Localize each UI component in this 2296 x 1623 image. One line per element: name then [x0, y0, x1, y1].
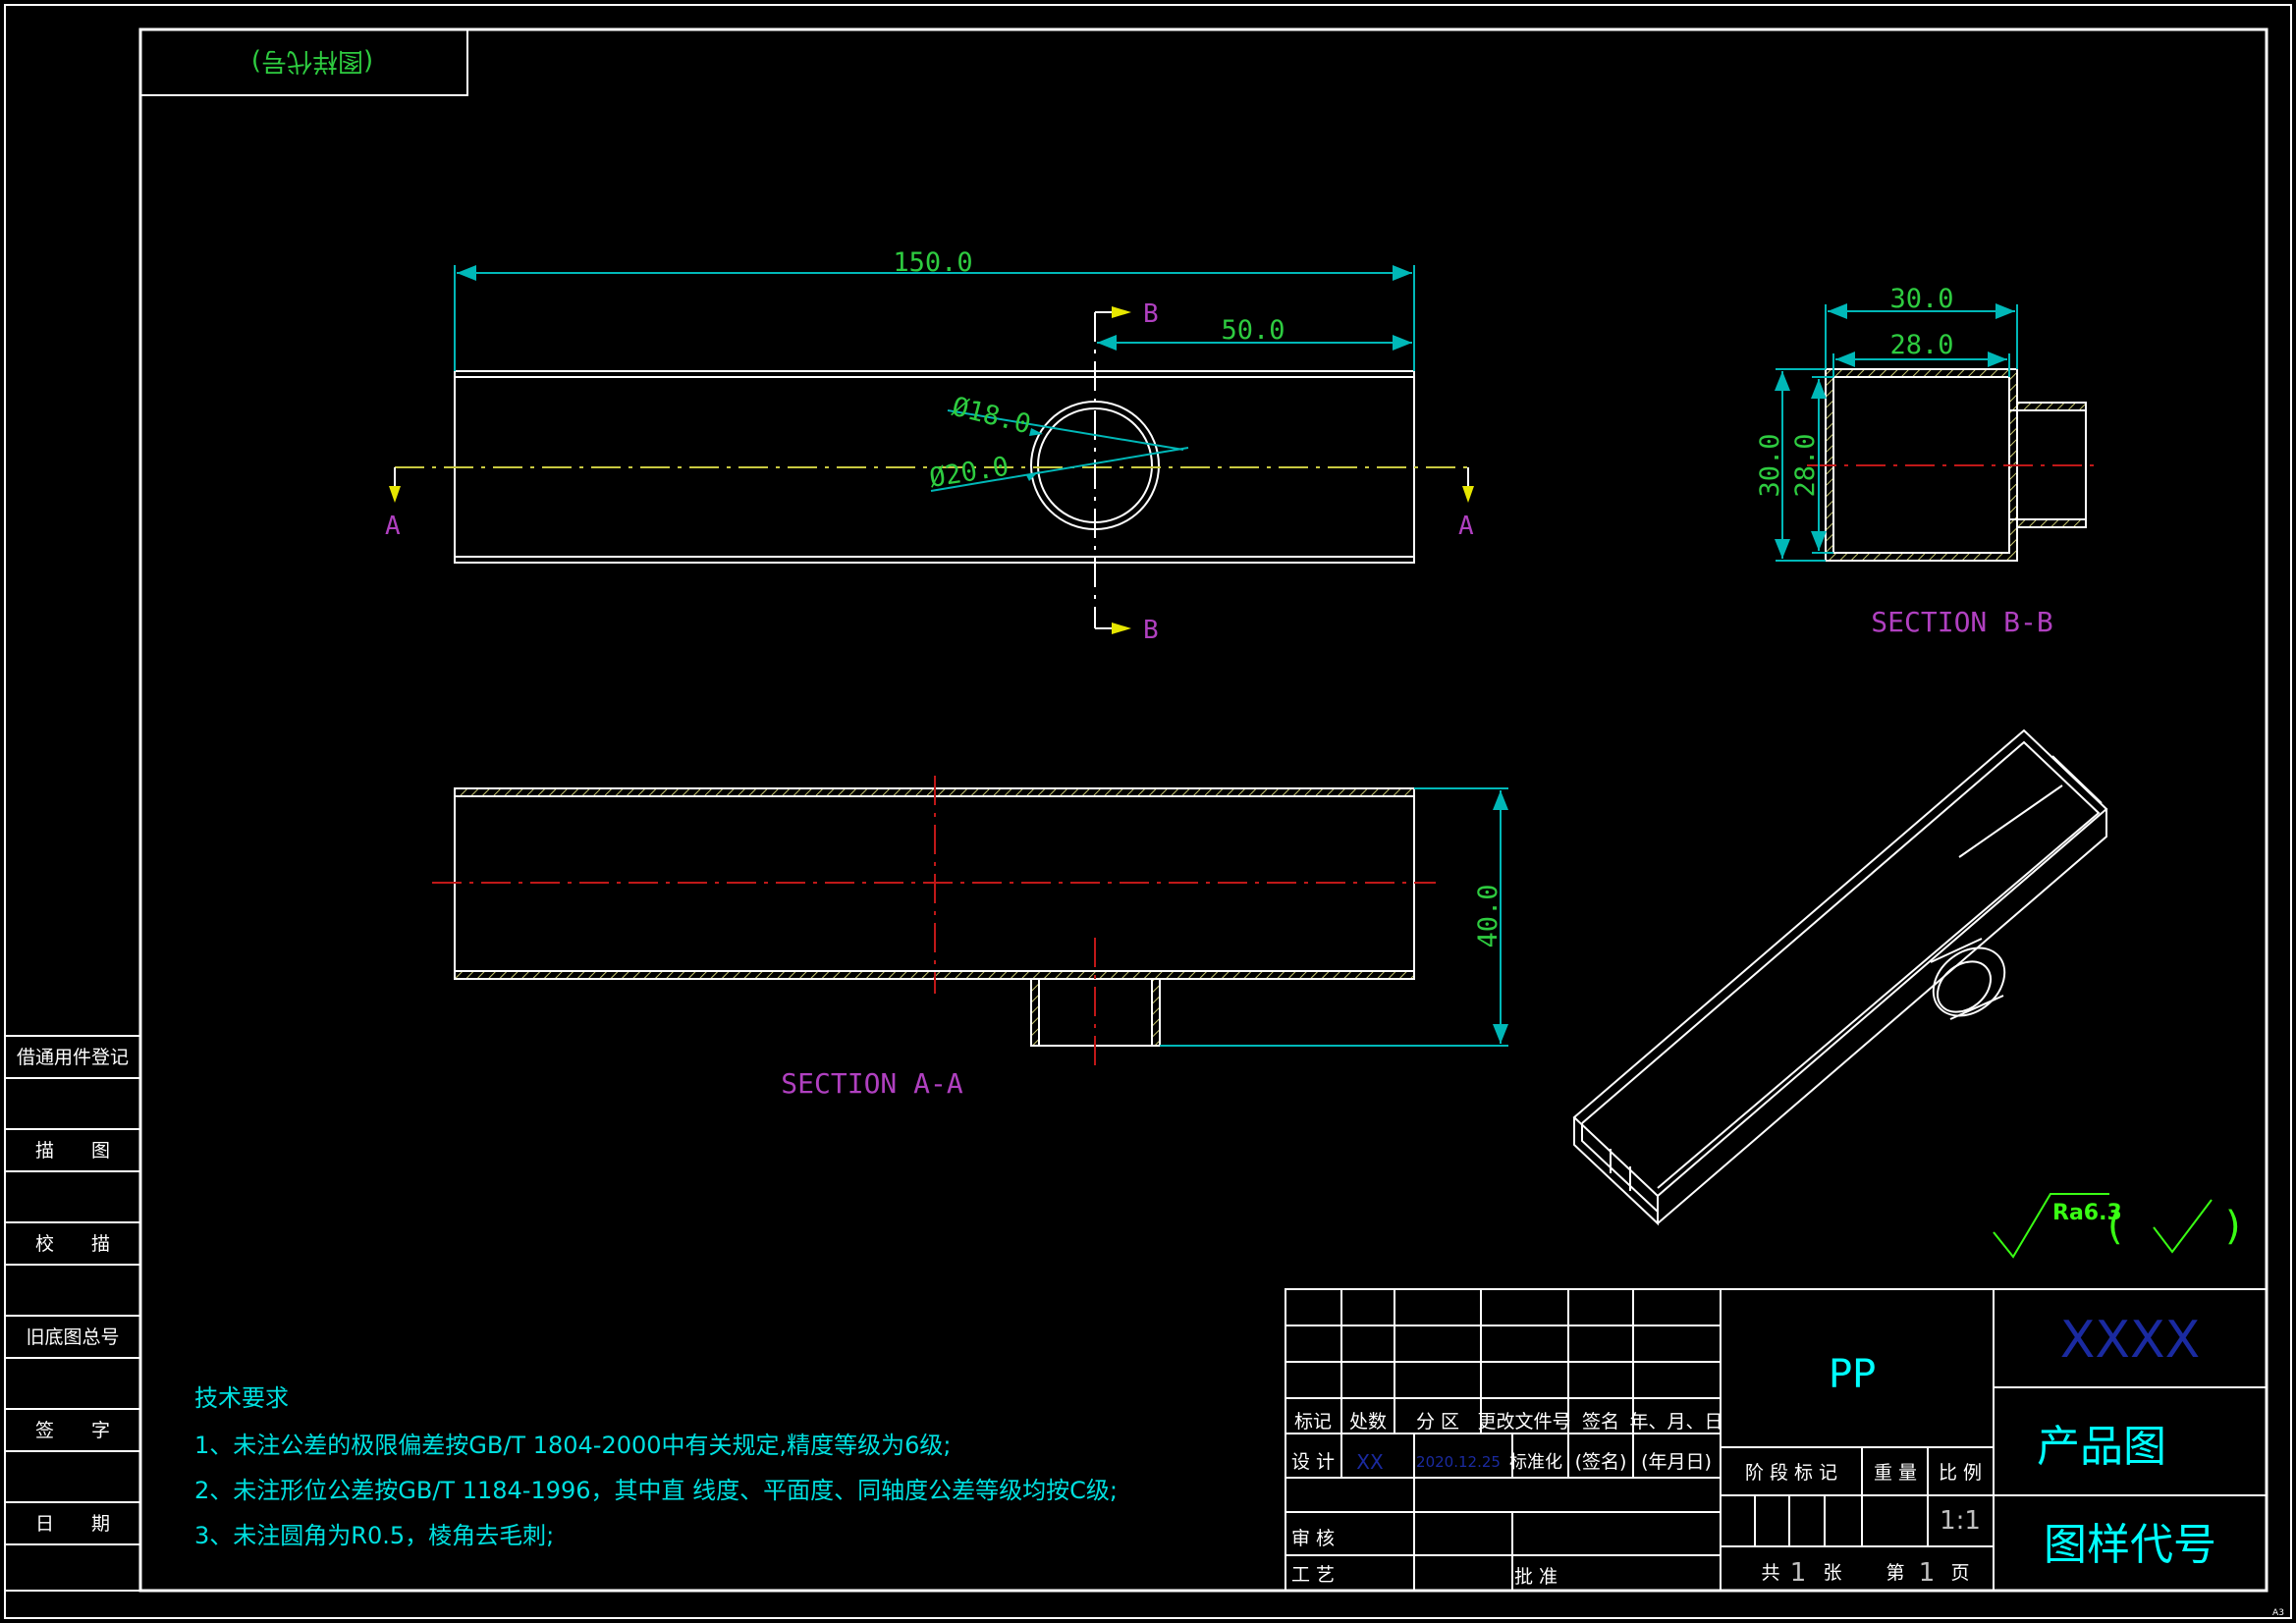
scale-value: 1:1: [1940, 1506, 1981, 1536]
rev-header-doc: 更改文件号: [1477, 1411, 1570, 1433]
dim-bb-outer-height-text: 30.0: [1755, 433, 1785, 497]
drawing-name: 产品图: [2037, 1422, 2166, 1472]
left-strip-row-2: 描 图: [35, 1140, 110, 1162]
designer-name: XX: [1356, 1450, 1384, 1474]
tech-note-3: 3、未注圆角为R0.5，棱角去毛刺;: [194, 1522, 554, 1549]
review-label: 审 核: [1291, 1528, 1335, 1549]
process-label: 工 艺: [1291, 1564, 1335, 1586]
cut-label-b-top: B: [1143, 299, 1159, 329]
surface-finish-close: ): [2225, 1204, 2241, 1249]
left-strip-row-1: 借通用件登记: [17, 1047, 129, 1068]
surface-finish-open: (: [2107, 1204, 2123, 1249]
cut-label-b-bottom: B: [1143, 616, 1159, 645]
tech-note-1: 1、未注公差的极限偏差按GB/T 1804-2000中有关规定,精度等级为6级;: [194, 1432, 952, 1459]
rev-header-sign: 签名: [1582, 1411, 1619, 1433]
cut-marker-b-top: [1095, 306, 1131, 318]
scale-label: 比 例: [1939, 1462, 1982, 1484]
sheet-no-suffix: 页: [1950, 1562, 1969, 1584]
section-aa-view: 40.0 SECTION A-A: [432, 776, 1508, 1100]
cut-label-a-left: A: [385, 512, 401, 541]
weight-label: 重 量: [1874, 1462, 1917, 1484]
rev-header-count: 处数: [1349, 1411, 1387, 1433]
material-value: PP: [1829, 1352, 1876, 1397]
section-bb-view: 30.0 28.0 30.0 28.0 SECTION B-B: [1755, 284, 2100, 638]
dim-offset-text: 50.0: [1221, 315, 1285, 346]
tech-note-2: 2、未注形位公差按GB/T 1184-1996，其中直 线度、平面度、同轴度公差…: [194, 1477, 1118, 1504]
design-date: 2020.12.25: [1416, 1453, 1501, 1471]
left-strip-row-4: 旧底图总号: [26, 1326, 119, 1348]
dim-bb-inner-height-text: 28.0: [1790, 433, 1821, 497]
drawing-code: 图样代号: [2044, 1520, 2216, 1570]
dia18-arrow: [1029, 428, 1043, 436]
sheet-no-prefix: 第: [1886, 1562, 1904, 1584]
dim-height-40: [1160, 787, 1508, 1047]
cut-marker-a-left: [389, 467, 401, 503]
left-strip: [5, 1035, 140, 1592]
dia20-text: Ø20.0: [927, 452, 1011, 494]
dim-overall-length: [454, 265, 1415, 371]
front-view: A A B B 150.0 50.0 Ø18.0 Ø20.0: [385, 247, 1474, 645]
section-bb-title: SECTION B-B: [1871, 606, 2052, 638]
tech-notes: 技术要求 1、未注公差的极限偏差按GB/T 1804-2000中有关规定,精度等…: [194, 1384, 1118, 1549]
surface-finish-symbol: Ra6.3 ( ): [1993, 1193, 2241, 1259]
approve-label: 批 准: [1514, 1566, 1558, 1588]
outer-border: [4, 4, 2292, 1619]
isometric-view: [1572, 729, 2108, 1226]
left-strip-row-5: 签 字: [35, 1420, 110, 1441]
dim-bb-inner-width-text: 28.0: [1889, 330, 1953, 360]
dia20-leader: [930, 447, 1189, 492]
cut-marker-b-bottom: [1095, 622, 1131, 634]
iso-outlet-outer: [1932, 947, 2006, 1017]
title-block: [1285, 1288, 2268, 1592]
dim-height-40-text: 40.0: [1473, 884, 1503, 947]
rev-header-zone: 分 区: [1416, 1411, 1459, 1433]
left-strip-row-6: 日 期: [35, 1513, 110, 1535]
sheet-total-suffix: 张: [1823, 1562, 1841, 1584]
cut-marker-a-right: [1462, 467, 1474, 503]
corner-code-box: (图样代号): [139, 28, 468, 96]
standardize-label: 标准化: [1509, 1452, 1562, 1473]
tech-notes-heading: 技术要求: [194, 1384, 289, 1412]
sign-placeholder: (签名): [1575, 1451, 1627, 1473]
surface-finish-check: [2153, 1199, 2213, 1254]
left-strip-row-3: 校 描: [35, 1233, 110, 1255]
iso-outlet-inner: [1937, 960, 1992, 1013]
design-label: 设 计: [1291, 1451, 1335, 1473]
dia18-leader: [947, 409, 1184, 451]
sheet-total-prefix: 共: [1761, 1562, 1779, 1584]
date-placeholder: (年月日): [1641, 1451, 1712, 1473]
surface-finish-value: Ra6.3: [2052, 1201, 2122, 1225]
stage-label: 阶 段 标 记: [1745, 1462, 1837, 1484]
cut-label-a-right: A: [1458, 512, 1474, 541]
dia20-arrow: [1026, 471, 1039, 481]
company-name: XXXX: [2060, 1311, 2201, 1370]
dim-bb-outer-width-text: 30.0: [1889, 284, 1953, 314]
dia18-text: Ø18.0: [949, 392, 1033, 441]
rev-header-mark: 标记: [1294, 1411, 1332, 1433]
sheet-size: A3: [2272, 1608, 2284, 1618]
rev-header-date: 年、月、日: [1629, 1411, 1722, 1433]
corner-code-label: (图样代号): [251, 46, 373, 76]
sheet-no-value: 1: [1919, 1558, 1936, 1588]
dim-overall-length-text: 150.0: [893, 247, 972, 278]
drawing-frame: [138, 27, 2269, 1593]
sheet-total-value: 1: [1790, 1558, 1807, 1588]
section-aa-title: SECTION A-A: [781, 1067, 963, 1100]
